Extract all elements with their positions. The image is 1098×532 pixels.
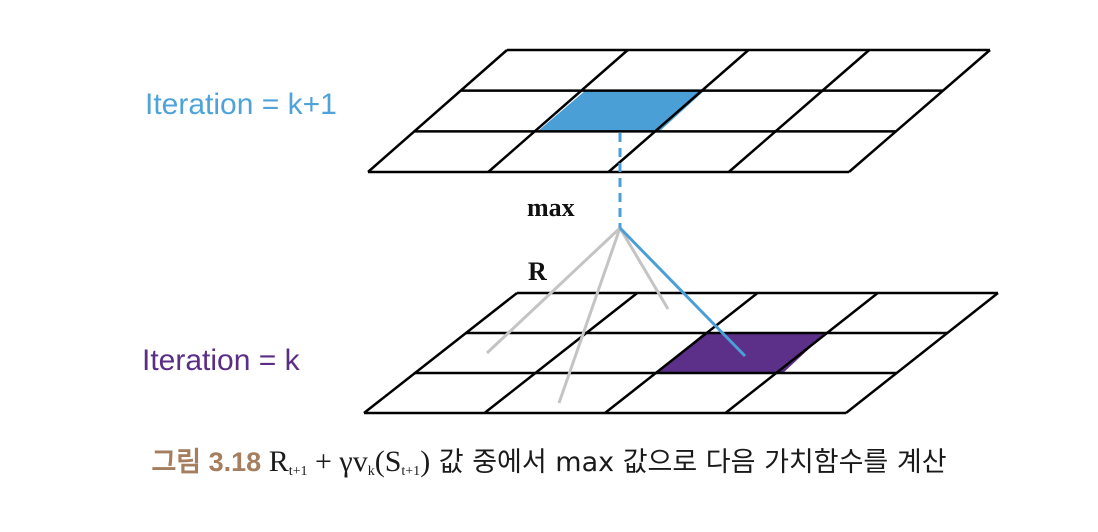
reward-label: R [528, 257, 547, 286]
top-iteration-label: Iteration = k+1 [145, 88, 337, 121]
bottom-grid-col-line-2 [604, 292, 759, 414]
gray-branch-3 [618, 227, 670, 310]
top-grid-col-line-3 [727, 49, 871, 173]
top-grid-highlighted-cell [538, 90, 705, 131]
top-grid [367, 48, 991, 174]
caption-description: 값 중에서 max 값으로 다음 가치함수를 계산 [430, 447, 947, 478]
bottom-grid-col-line-1 [483, 292, 639, 414]
value-iteration-diagram: Iteration = k+1 Iteration = k max R [142, 48, 999, 415]
top-grid-col-line-1 [487, 49, 629, 173]
figure-number: 그림 3.18 [151, 447, 262, 477]
top-grid-col-line-2 [607, 49, 750, 173]
bottom-grid-col-line-4 [845, 292, 999, 414]
max-label: max [527, 193, 575, 222]
bottom-iteration-label: Iteration = k [142, 344, 301, 377]
bottom-grid [363, 291, 999, 415]
backup-lines [485, 133, 747, 404]
gray-branch-1 [485, 226, 622, 355]
gray-branch-2 [557, 227, 622, 404]
top-grid-col-line-4 [848, 49, 991, 173]
caption-formula: Rt+1 + γvk(St+1) [268, 445, 431, 479]
top-grid-col-line-0 [367, 49, 508, 173]
bottom-grid-col-line-0 [363, 292, 518, 414]
chosen-branch [618, 226, 747, 358]
figure-caption: 그림 3.18 Rt+1 + γvk(St+1) 값 중에서 max 값으로 다… [0, 440, 1098, 480]
bottom-grid-col-line-3 [724, 292, 879, 414]
